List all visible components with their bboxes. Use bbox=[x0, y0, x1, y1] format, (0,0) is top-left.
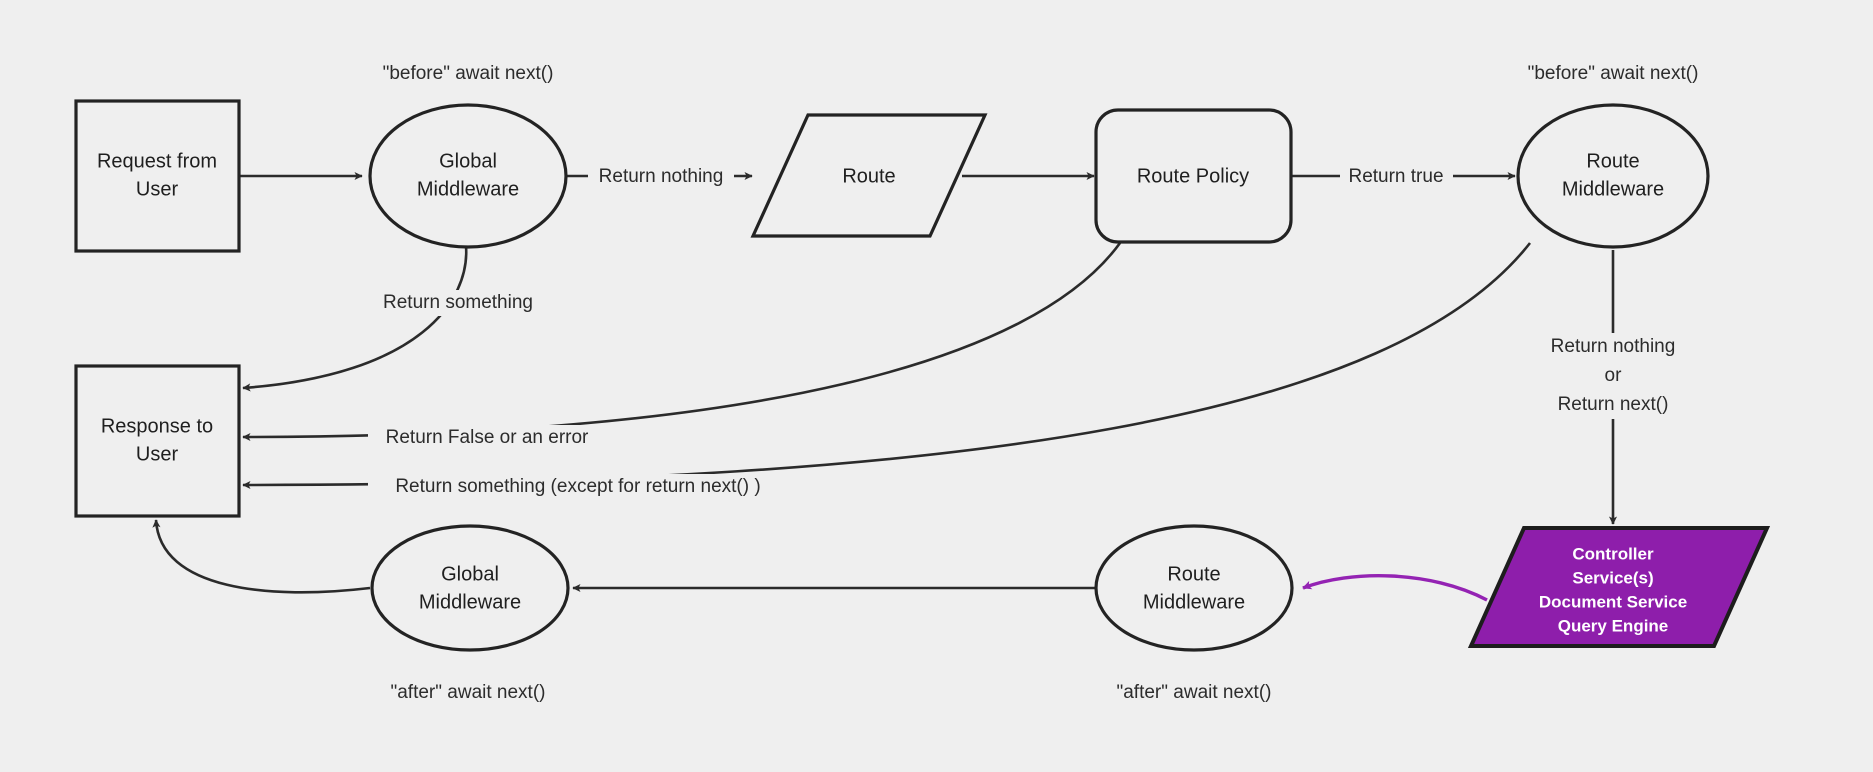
node-route-middleware-bottom-label-line2: Middleware bbox=[1143, 591, 1245, 613]
node-route-middleware-bottom-label-line1: Route bbox=[1167, 563, 1220, 585]
annotation-before-await-next-route: "before" await next() bbox=[1528, 63, 1699, 84]
node-global-middleware-bottom-label-line1: Global bbox=[441, 563, 499, 585]
edge-label-return-false-or-error: Return False or an error bbox=[368, 425, 608, 451]
node-route-label: Route bbox=[842, 165, 895, 187]
node-route-middleware-top[interactable]: Route Middleware bbox=[1516, 103, 1710, 249]
node-global-middleware-top-label-line1: Global bbox=[439, 150, 497, 172]
node-response-to-user[interactable]: Response to User bbox=[74, 364, 241, 518]
node-global-middleware-top[interactable]: Global Middleware bbox=[368, 103, 568, 249]
node-response-to-user-label-line2: User bbox=[136, 443, 179, 465]
node-controller-label-line3: Document Service bbox=[1539, 592, 1687, 611]
edge-label-return-nothing-or-next-line2: or bbox=[1605, 365, 1623, 386]
node-request-from-user-label-line2: User bbox=[136, 178, 179, 200]
node-route-policy[interactable]: Route Policy bbox=[1094, 108, 1293, 244]
annotation-after-await-next-route: "after" await next() bbox=[1117, 682, 1272, 703]
edge-label-return-false-or-error-text: Return False or an error bbox=[386, 427, 589, 448]
edge-label-return-nothing-or-next-line3: Return next() bbox=[1558, 394, 1669, 415]
edge-label-return-something-text: Return something bbox=[383, 292, 533, 313]
edge-label-return-nothing-or-next: Return nothing or Return next() bbox=[1527, 333, 1702, 419]
edge-global-middleware-to-response-return-something bbox=[242, 245, 468, 392]
node-controller-label-line4: Query Engine bbox=[1558, 616, 1669, 635]
edge-label-return-something-except-next-text: Return something (except for return next… bbox=[395, 476, 760, 497]
edge-route-policy-to-response-return-false bbox=[242, 242, 1122, 442]
edge-global-middleware-bottom-to-response bbox=[152, 519, 371, 594]
node-controller-services[interactable]: Controller Service(s) Document Service Q… bbox=[1467, 526, 1771, 648]
edge-label-return-something-except-next: Return something (except for return next… bbox=[368, 474, 788, 500]
edge-label-return-true-text: Return true bbox=[1348, 166, 1443, 187]
annotation-after-await-next-global: "after" await next() bbox=[391, 682, 546, 703]
node-route-policy-label: Route Policy bbox=[1137, 165, 1249, 187]
node-request-from-user[interactable]: Request from User bbox=[74, 99, 241, 253]
node-request-from-user-label-line1: Request from bbox=[97, 150, 217, 172]
node-controller-label-line1: Controller bbox=[1572, 544, 1654, 563]
edge-controller-to-route-middleware-bottom bbox=[1302, 574, 1488, 602]
edge-label-return-nothing-text: Return nothing bbox=[599, 166, 724, 187]
node-global-middleware-top-label-line2: Middleware bbox=[417, 178, 519, 200]
node-controller-label-line2: Service(s) bbox=[1572, 568, 1653, 587]
edge-label-return-nothing-or-next-line1: Return nothing bbox=[1551, 336, 1676, 357]
node-global-middleware-bottom-label-line2: Middleware bbox=[419, 591, 521, 613]
edge-label-return-true: Return true bbox=[1340, 164, 1453, 189]
annotation-before-await-next-global: "before" await next() bbox=[383, 63, 554, 84]
edge-label-return-nothing: Return nothing bbox=[588, 164, 734, 189]
node-route[interactable]: Route bbox=[750, 113, 988, 238]
node-route-middleware-top-label-line2: Middleware bbox=[1562, 178, 1664, 200]
edge-label-return-something: Return something bbox=[366, 290, 534, 316]
node-global-middleware-bottom[interactable]: Global Middleware bbox=[370, 524, 570, 652]
node-route-middleware-bottom[interactable]: Route Middleware bbox=[1094, 524, 1294, 652]
node-response-to-user-label-line1: Response to bbox=[101, 415, 213, 437]
node-route-middleware-top-label-line1: Route bbox=[1586, 150, 1639, 172]
